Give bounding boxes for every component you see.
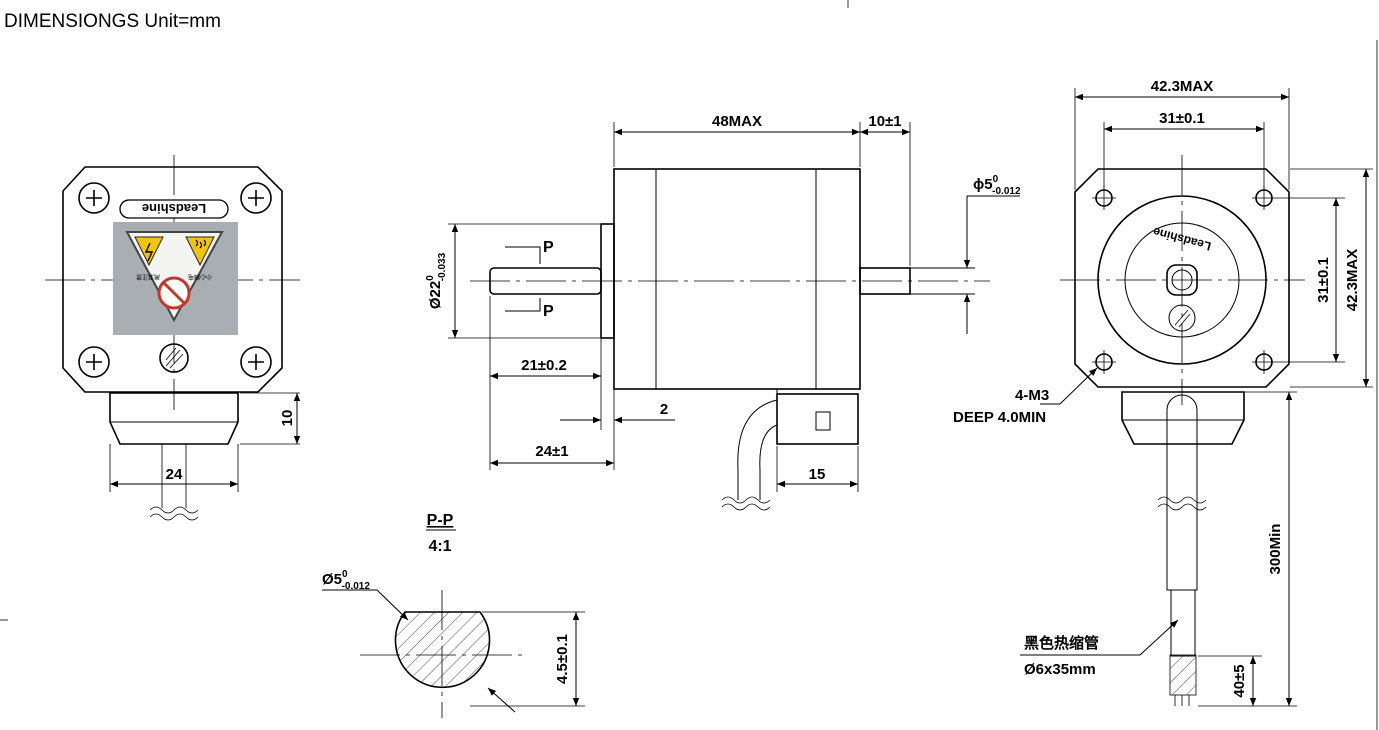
break-line — [1157, 496, 1207, 511]
dim-hole-spacing-h: 31±0.1 — [1159, 110, 1205, 127]
dim-boss-dia: Ø220-0.033 — [425, 252, 448, 309]
holes-callout: 4-M3 — [1015, 387, 1049, 404]
mounting-hole-icon — [1092, 186, 1116, 210]
dim-shaft-dia: ϕ50-0.012 — [973, 174, 1021, 197]
dim-flat-length: 21±0.2 — [521, 357, 567, 374]
dim-height-max: 42.3MAX — [1344, 249, 1361, 312]
motor-face-outline — [62, 166, 283, 393]
motor-body — [613, 168, 861, 390]
dim-connector-height: 10 — [279, 410, 296, 427]
dim-shaft-length: 10±1 — [868, 113, 901, 130]
warning-label-photo: 高温注意 小心触电 — [113, 222, 238, 335]
holes-depth: DEEP 4.0MIN — [953, 409, 1046, 426]
section-dia: Ø50-0.012 — [322, 569, 370, 592]
dim-boss-height: 2 — [660, 401, 668, 418]
rear-cable — [1166, 394, 1198, 591]
side-connector — [776, 393, 859, 445]
break-line — [721, 496, 771, 511]
section-mark-top: P — [543, 239, 554, 256]
mounting-hole-icon — [1092, 350, 1116, 374]
front-view: Leadshine 高温注意 小心触电 24 — [45, 155, 301, 521]
section-mark-bottom: P — [543, 303, 554, 320]
brand-logo-text: Leadshine — [142, 201, 206, 216]
screw-icon — [240, 346, 272, 378]
dim-body-length: 48MAX — [712, 113, 762, 130]
section-title: P-P — [427, 512, 454, 529]
drawing-title: DIMENSIONGS Unit=mm — [4, 11, 221, 32]
label-text-1: 高温注意 — [136, 273, 160, 281]
cable-wires — [1169, 654, 1197, 696]
rear-face-outline — [1074, 168, 1290, 388]
rear-view: Leadshine 42.3MAX 31±0.1 31±0.1 42.3MAX — [953, 78, 1373, 707]
screw-icon — [78, 182, 110, 214]
leadshine-logo-icon — [159, 343, 189, 373]
dim-strip-length: 40±5 — [1231, 664, 1248, 697]
dim-connector: 15 — [809, 466, 826, 483]
side-view: P P 48MAX 10±1 ϕ50-0.012 Ø220-0.033 21±0… — [425, 113, 1021, 511]
side-cable — [737, 399, 778, 500]
dim-connector-width: 24 — [166, 466, 183, 483]
dim-hole-spacing-v: 31±0.1 — [1315, 257, 1332, 303]
dim-section-flat: 4.5±0.1 — [554, 634, 571, 684]
tube-label: 黑色热缩管 — [1024, 634, 1099, 652]
tube-size: Ø6x35mm — [1024, 661, 1096, 678]
brand-plate — [119, 199, 229, 219]
dim-rear-shaft: 24±1 — [535, 443, 568, 460]
mounting-hole-icon — [1252, 350, 1276, 374]
rear-connector — [1121, 391, 1245, 445]
shaft-section — [394, 611, 491, 689]
screw-icon — [78, 346, 110, 378]
screw-icon — [240, 182, 272, 214]
dim-width-max: 42.3MAX — [1151, 78, 1214, 95]
break-line — [149, 506, 199, 521]
section-scale: 4:1 — [428, 538, 451, 555]
section-view: P-P 4:1 Ø50-0.012 4.5±0.1 — [322, 512, 585, 718]
dim-cable-length: 300Min — [1267, 524, 1284, 575]
mounting-hole-icon — [1252, 186, 1276, 210]
label-text-2: 小心触电 — [188, 273, 212, 281]
